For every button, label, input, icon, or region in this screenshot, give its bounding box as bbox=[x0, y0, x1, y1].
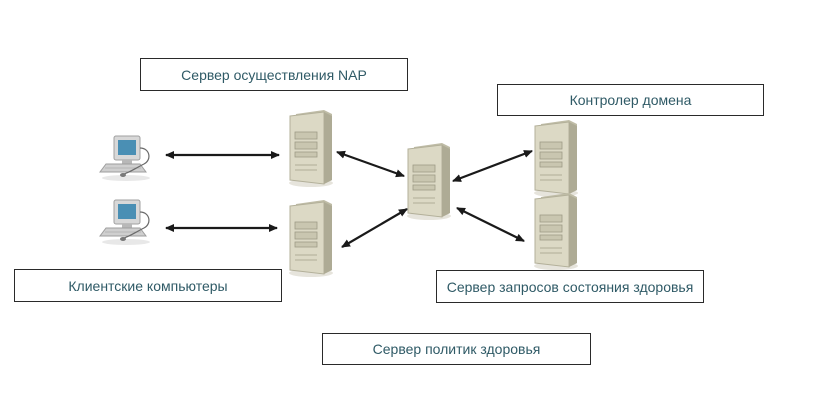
health-registration-server-icon bbox=[533, 192, 579, 271]
nap-server-label: Сервер осуществления NAP bbox=[140, 58, 408, 91]
health-registration-server-label: Сервер запросов состояния здоровья bbox=[436, 270, 704, 303]
client-computer-2-icon bbox=[99, 199, 151, 246]
edge-nap2-policy bbox=[341, 208, 408, 248]
edge-policy-hra bbox=[456, 207, 525, 242]
health-policy-server-icon bbox=[406, 142, 452, 221]
nap-server-2-icon bbox=[288, 199, 334, 278]
domain-controller-server-icon bbox=[533, 119, 579, 198]
client-computer-1-icon bbox=[99, 135, 151, 182]
edge-policy-dc bbox=[452, 149, 533, 183]
health-policy-server-label: Сервер политик здоровья bbox=[322, 333, 591, 365]
client-computers-label: Клиентские компьютеры bbox=[14, 269, 282, 302]
nap-server-1-icon bbox=[288, 109, 334, 188]
edge-nap1-policy bbox=[336, 150, 405, 178]
domain-controller-label: Контролер домена bbox=[497, 84, 764, 116]
